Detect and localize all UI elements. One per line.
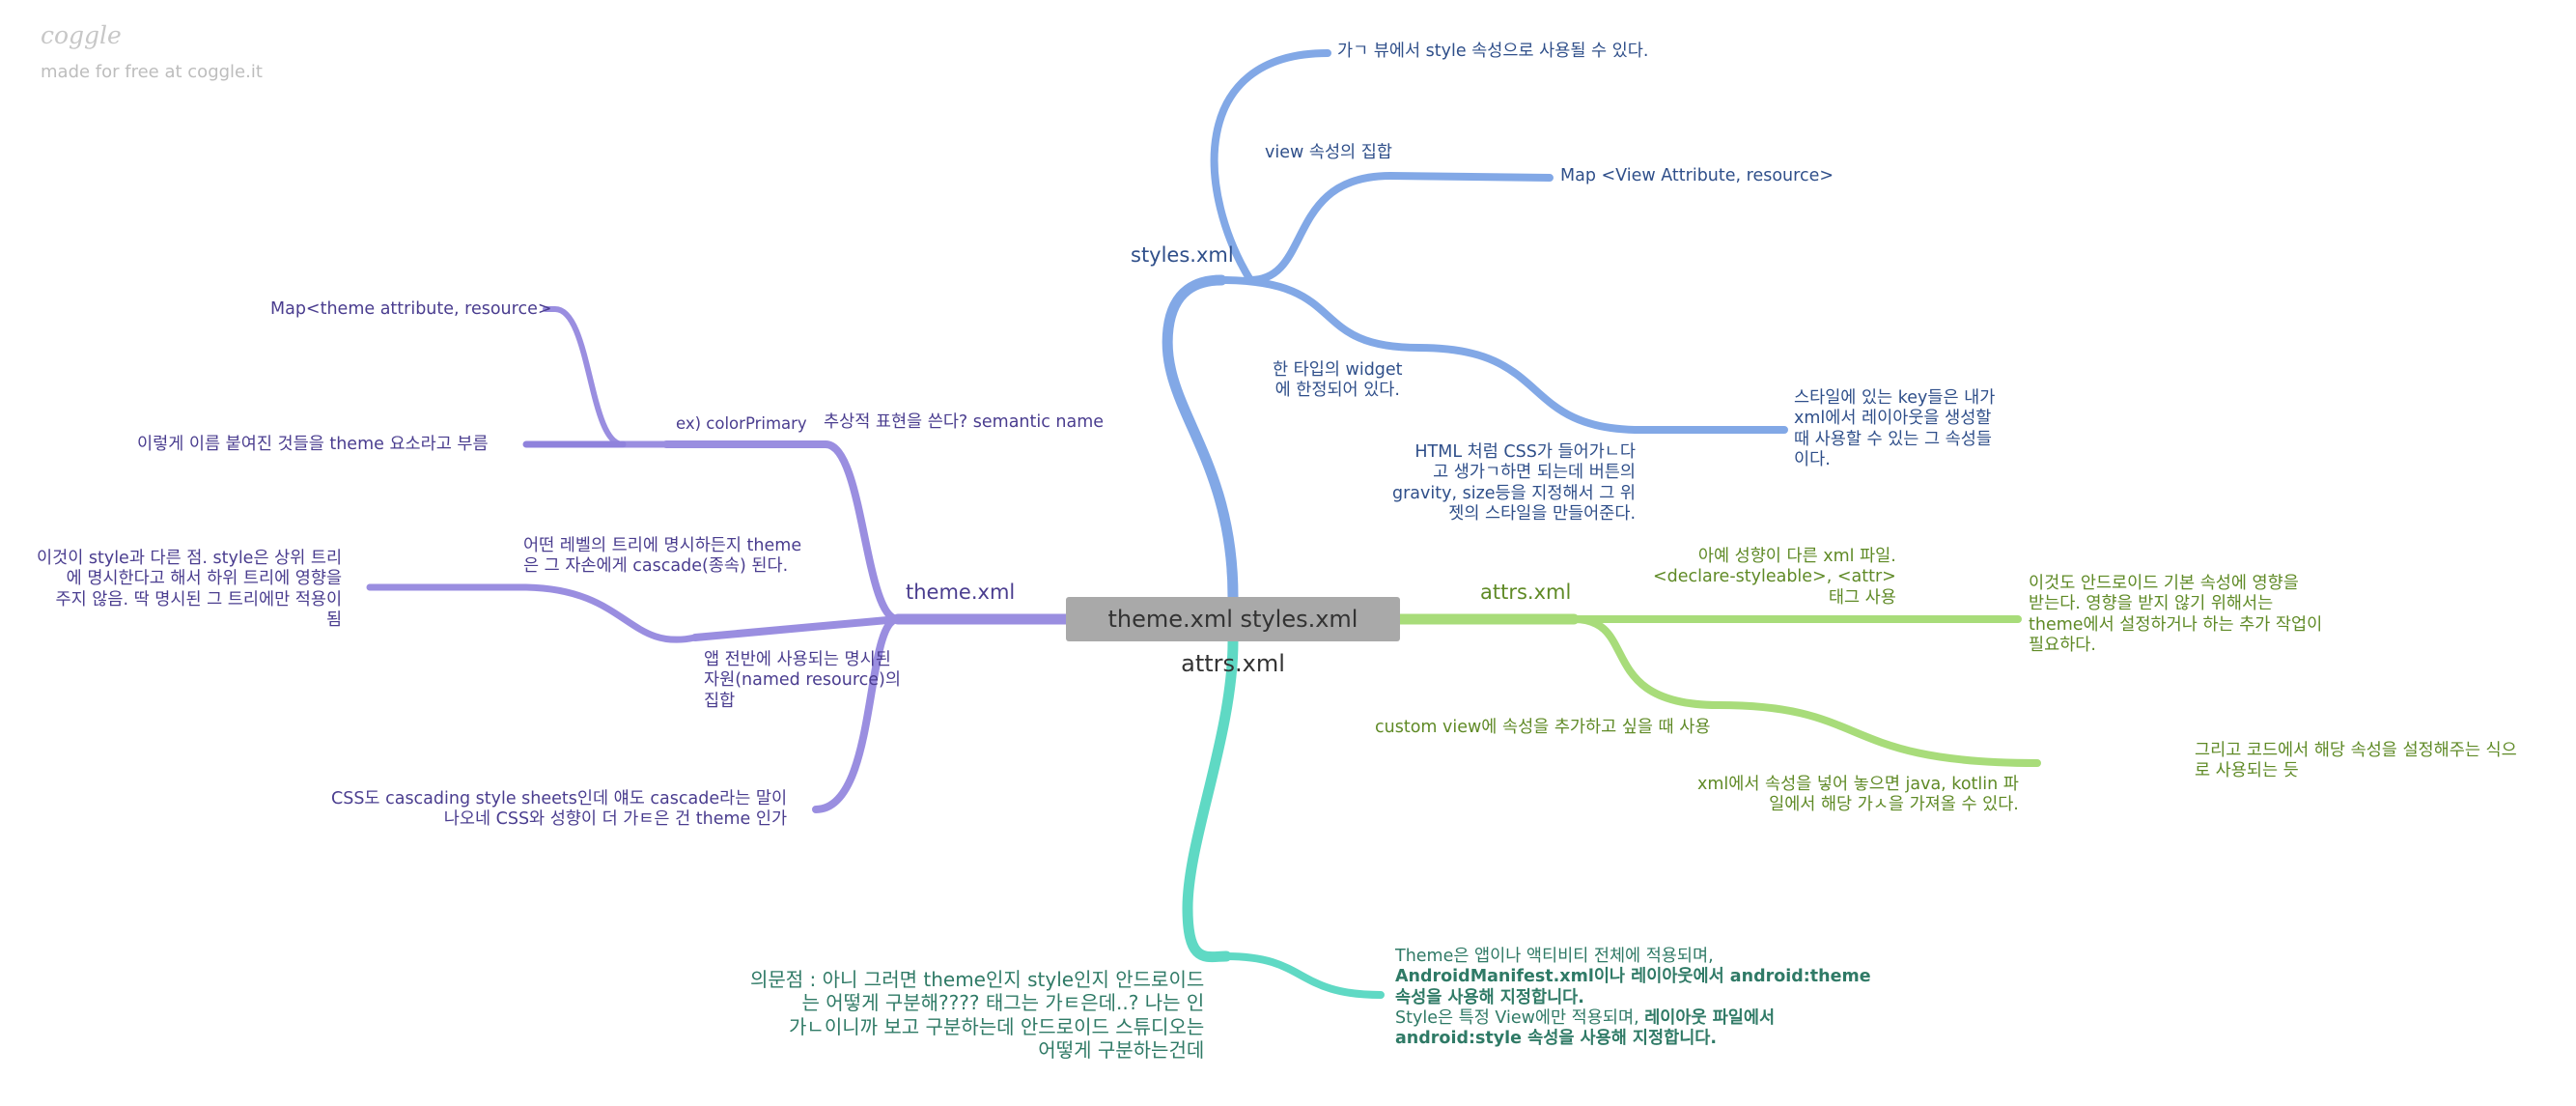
node-semantic-name[interactable]: 추상적 표현을 쓴다? semantic name	[824, 412, 1105, 432]
link-answer	[1222, 952, 1385, 999]
answer-line-1: Theme은 앱이나 액티비티 전체에 적용되며,	[1395, 947, 1714, 966]
link-question	[1182, 636, 1239, 963]
node-android-influence[interactable]: 이것도 안드로이드 기본 속성에 영향을 받는다. 영향을 받지 않기 위해서는…	[2029, 574, 2322, 656]
answer-line-4-plain: Style은 특정 View에만 적용되며,	[1395, 1008, 1645, 1029]
link-cascade	[366, 583, 699, 643]
node-map-view[interactable]: Map <View Attribute, resource>	[1560, 166, 1834, 185]
android-line-4: 필요하다.	[2029, 636, 2096, 656]
css-cascade-line-2: 나오네 CSS와 성향이 더 가ㅌ은 건 theme 인가	[443, 809, 788, 830]
kotlin-line-1: xml에서 속성을 넣어 놓으면 java, kotlin 파	[1697, 775, 2019, 794]
declare-line-3: 태그 사용	[1828, 587, 1896, 608]
css-html-line-2: 고 생가ㄱ하면 되는데 버튼의	[1433, 463, 1637, 483]
cascade-line-2: 은 그 자손에게 cascade(종속) 된다.	[523, 556, 789, 577]
answer-line-5: android:style 속성을 사용해 지정합니다.	[1395, 1029, 1718, 1049]
style-diff-line-1: 이것이 style과 다른 점. style은 상위 트리	[37, 549, 343, 568]
node-color-primary[interactable]: ex) colorPrimary	[676, 414, 807, 433]
coggle-logo[interactable]: coggle	[41, 21, 122, 49]
style-diff-line-3: 주지 않음. 딱 명시된 그 트리에만 적용이	[55, 589, 343, 610]
link-semantic	[662, 440, 902, 623]
node-styles-xml[interactable]: styles.xml	[1131, 243, 1234, 267]
node-cascade[interactable]: 어떤 레벨의 트리에 명시하든지 theme 은 그 자손에게 cascade(…	[523, 536, 801, 578]
node-app-named-resource[interactable]: 앱 전반에 사용되는 명시된 자원(named resource)의 집합	[704, 650, 901, 712]
css-html-line-3: gravity, size등을 지정해서 그 위	[1392, 483, 1637, 503]
declare-line-2: <declare-styleable>, <attr>	[1653, 567, 1896, 587]
node-answer[interactable]: Theme은 앱이나 액티비티 전체에 적용되며, AndroidManifes…	[1395, 947, 1871, 1050]
android-line-1: 이것도 안드로이드 기본 속성에 영향을	[2029, 574, 2299, 593]
android-line-2: 받는다. 영향을 받지 않기 위해서는	[2029, 594, 2274, 614]
style-diff-line-2: 에 명시한다고 해서 하위 트리에 영향을	[66, 569, 343, 589]
question-line-1: 의문점 : 아니 그러면 theme인지 style인지 안드로이드	[750, 968, 1205, 991]
code-line-2: 로 사용되는 듯	[2195, 761, 2299, 781]
node-custom-view[interactable]: custom view에 속성을 추가하고 싶을 때 사용	[1375, 718, 1711, 737]
app-named-line-1: 앱 전반에 사용되는 명시된	[704, 650, 891, 669]
answer-line-2: AndroidManifest.xml이나 레이아웃에서 android:the…	[1395, 967, 1871, 987]
link-widget	[1218, 276, 1788, 434]
question-line-4: 어떻게 구분하는건데	[1038, 1038, 1205, 1063]
css-html-line-1: HTML 처럼 CSS가 들어가ㄴ다	[1414, 442, 1637, 462]
node-view-set[interactable]: view 속성의 집합	[1265, 143, 1392, 162]
app-named-line-3: 집합	[704, 691, 736, 711]
answer-line-4-bold: 레이아웃 파일에서	[1644, 1008, 1776, 1029]
node-question[interactable]: 의문점 : 아니 그러면 theme인지 style인지 안드로이드 는 어떻게…	[750, 968, 1204, 1063]
widget-line-1: 한 타입의 widget	[1273, 360, 1403, 380]
kotlin-line-2: 일에서 해당 가ㅅ을 가져올 수 있다.	[1769, 795, 2019, 815]
node-theme-xml[interactable]: theme.xml	[906, 581, 1016, 604]
node-style-difference[interactable]: 이것이 style과 다른 점. style은 상위 트리 에 명시한다고 해서…	[37, 549, 342, 631]
made-for-free-caption: made for free at coggle.it	[41, 62, 263, 82]
question-line-3: 가ㄴ이니까 보고 구분하는데 안드로이드 스튜디오는	[789, 1014, 1205, 1038]
link-custom-view	[1570, 615, 2041, 767]
node-declare-styleable[interactable]: 아예 성향이 다른 xml 파일. <declare-styleable>, <…	[1653, 547, 1896, 609]
style-keys-line-2: xml에서 레이아웃을 생성할	[1794, 409, 1992, 429]
android-line-3: theme에서 설정하거나 하는 추가 작업이	[2029, 614, 2323, 635]
style-keys-line-4: 이다.	[1794, 450, 1831, 470]
question-line-2: 는 어떻게 구분해???? 태그는 가ㅌ은데..? 나는 인	[801, 991, 1205, 1015]
link-styles	[1162, 274, 1239, 603]
link-view-set	[1246, 171, 1554, 284]
style-keys-line-3: 때 사용할 수 있는 그 속성들	[1794, 429, 1992, 449]
node-code-setting[interactable]: 그리고 코드에서 해당 속성을 설정해주는 식으 로 사용되는 듯	[2195, 741, 2517, 782]
node-map-theme[interactable]: Map<theme attribute, resource>	[270, 299, 552, 319]
node-ga-view[interactable]: 가ㄱ 뷰에서 style 속성으로 사용될 수 있다.	[1337, 42, 1649, 61]
link-css-cascade	[812, 615, 902, 813]
node-widget[interactable]: 한 타입의 widget 에 한정되어 있다.	[1273, 360, 1403, 402]
node-style-keys[interactable]: 스타일에 있는 key들은 내가 xml에서 레이아웃을 생성할 때 사용할 수…	[1794, 388, 1995, 470]
node-css-cascade[interactable]: CSS도 cascading style sheets인데 얘도 cascade…	[331, 789, 787, 831]
css-cascade-line-1: CSS도 cascading style sheets인데 얘도 cascade…	[331, 789, 788, 808]
node-named-theme-elements[interactable]: 이렇게 이름 붙여진 것들을 theme 요소라고 부름	[137, 435, 489, 454]
style-diff-line-4: 됨	[325, 610, 343, 631]
declare-line-1: 아예 성향이 다른 xml 파일.	[1697, 547, 1896, 566]
cascade-line-1: 어떤 레벨의 트리에 명시하든지 theme	[523, 536, 802, 555]
node-css-html[interactable]: HTML 처럼 CSS가 들어가ㄴ다 고 생가ㄱ하면 되는데 버튼의 gravi…	[1392, 442, 1636, 525]
answer-line-3: 속성을 사용해 지정합니다.	[1395, 987, 1584, 1007]
widget-line-2: 에 한정되어 있다.	[1274, 381, 1400, 401]
node-kotlin-value[interactable]: xml에서 속성을 넣어 놓으면 java, kotlin 파 일에서 해당 가…	[1697, 775, 2019, 816]
app-named-line-2: 자원(named resource)의	[704, 670, 901, 691]
css-html-line-4: 젯의 스타일을 만들어준다.	[1448, 504, 1637, 525]
link-map-theme	[543, 306, 626, 447]
link-app-named	[691, 615, 902, 641]
code-line-1: 그리고 코드에서 해당 속성을 설정해주는 식으	[2195, 741, 2517, 760]
link-ga-view	[1210, 49, 1331, 284]
center-node[interactable]: theme.xml styles.xml attrs.xml	[1066, 597, 1400, 677]
style-keys-line-1: 스타일에 있는 key들은 내가	[1794, 388, 1996, 408]
node-attrs-xml[interactable]: attrs.xml	[1480, 581, 1572, 604]
